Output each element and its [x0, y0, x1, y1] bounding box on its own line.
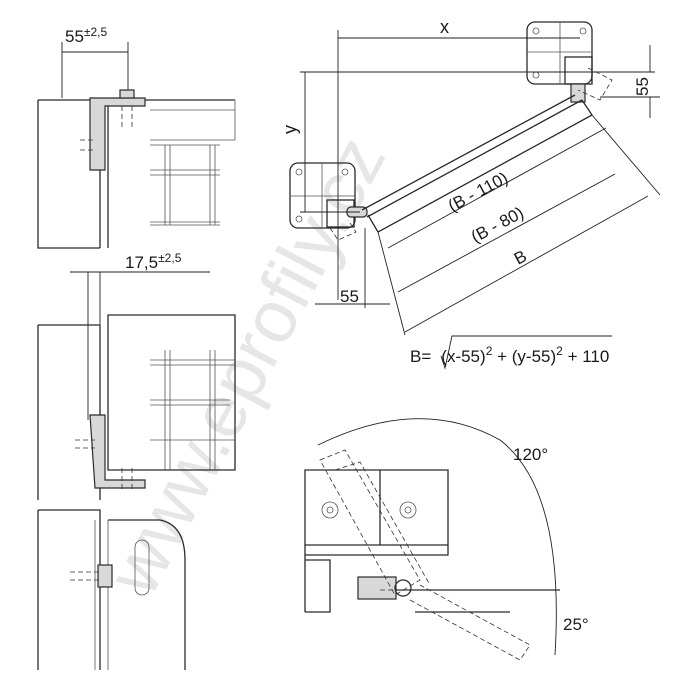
rotation-diagram: 120° 25° [304, 418, 589, 661]
length-formula: B=(x-55)2 + (y-55)2 + 110 [410, 335, 612, 370]
svg-text:B=(x-55)2 + (y-55)2 + 110: B=(x-55)2 + (y-55)2 + 110 [410, 344, 609, 366]
dim-x-label: x [440, 17, 449, 37]
bracket-top-right [526, 21, 613, 103]
mounting-detail-bottom [37, 509, 186, 670]
angle-25: 25° [563, 615, 589, 634]
dim-b-minus-80: (B - 80) [468, 203, 527, 246]
dim-y-label: y [280, 125, 300, 134]
dim-b-minus-110: (B - 110) [445, 168, 511, 215]
dim-b: B [511, 246, 530, 268]
dim-17-5-tolerance: 17,5±2,5 [125, 251, 182, 272]
dim-55-tolerance: 55±2,5 [65, 25, 108, 46]
mounting-detail-middle: 17,5±2,5 [37, 251, 236, 500]
dim-55-bottom: 55 [340, 287, 359, 306]
mounting-detail-top: 55±2,5 [37, 25, 236, 249]
angle-120: 120° [513, 445, 548, 464]
dim-55-right: 55 [633, 77, 652, 96]
